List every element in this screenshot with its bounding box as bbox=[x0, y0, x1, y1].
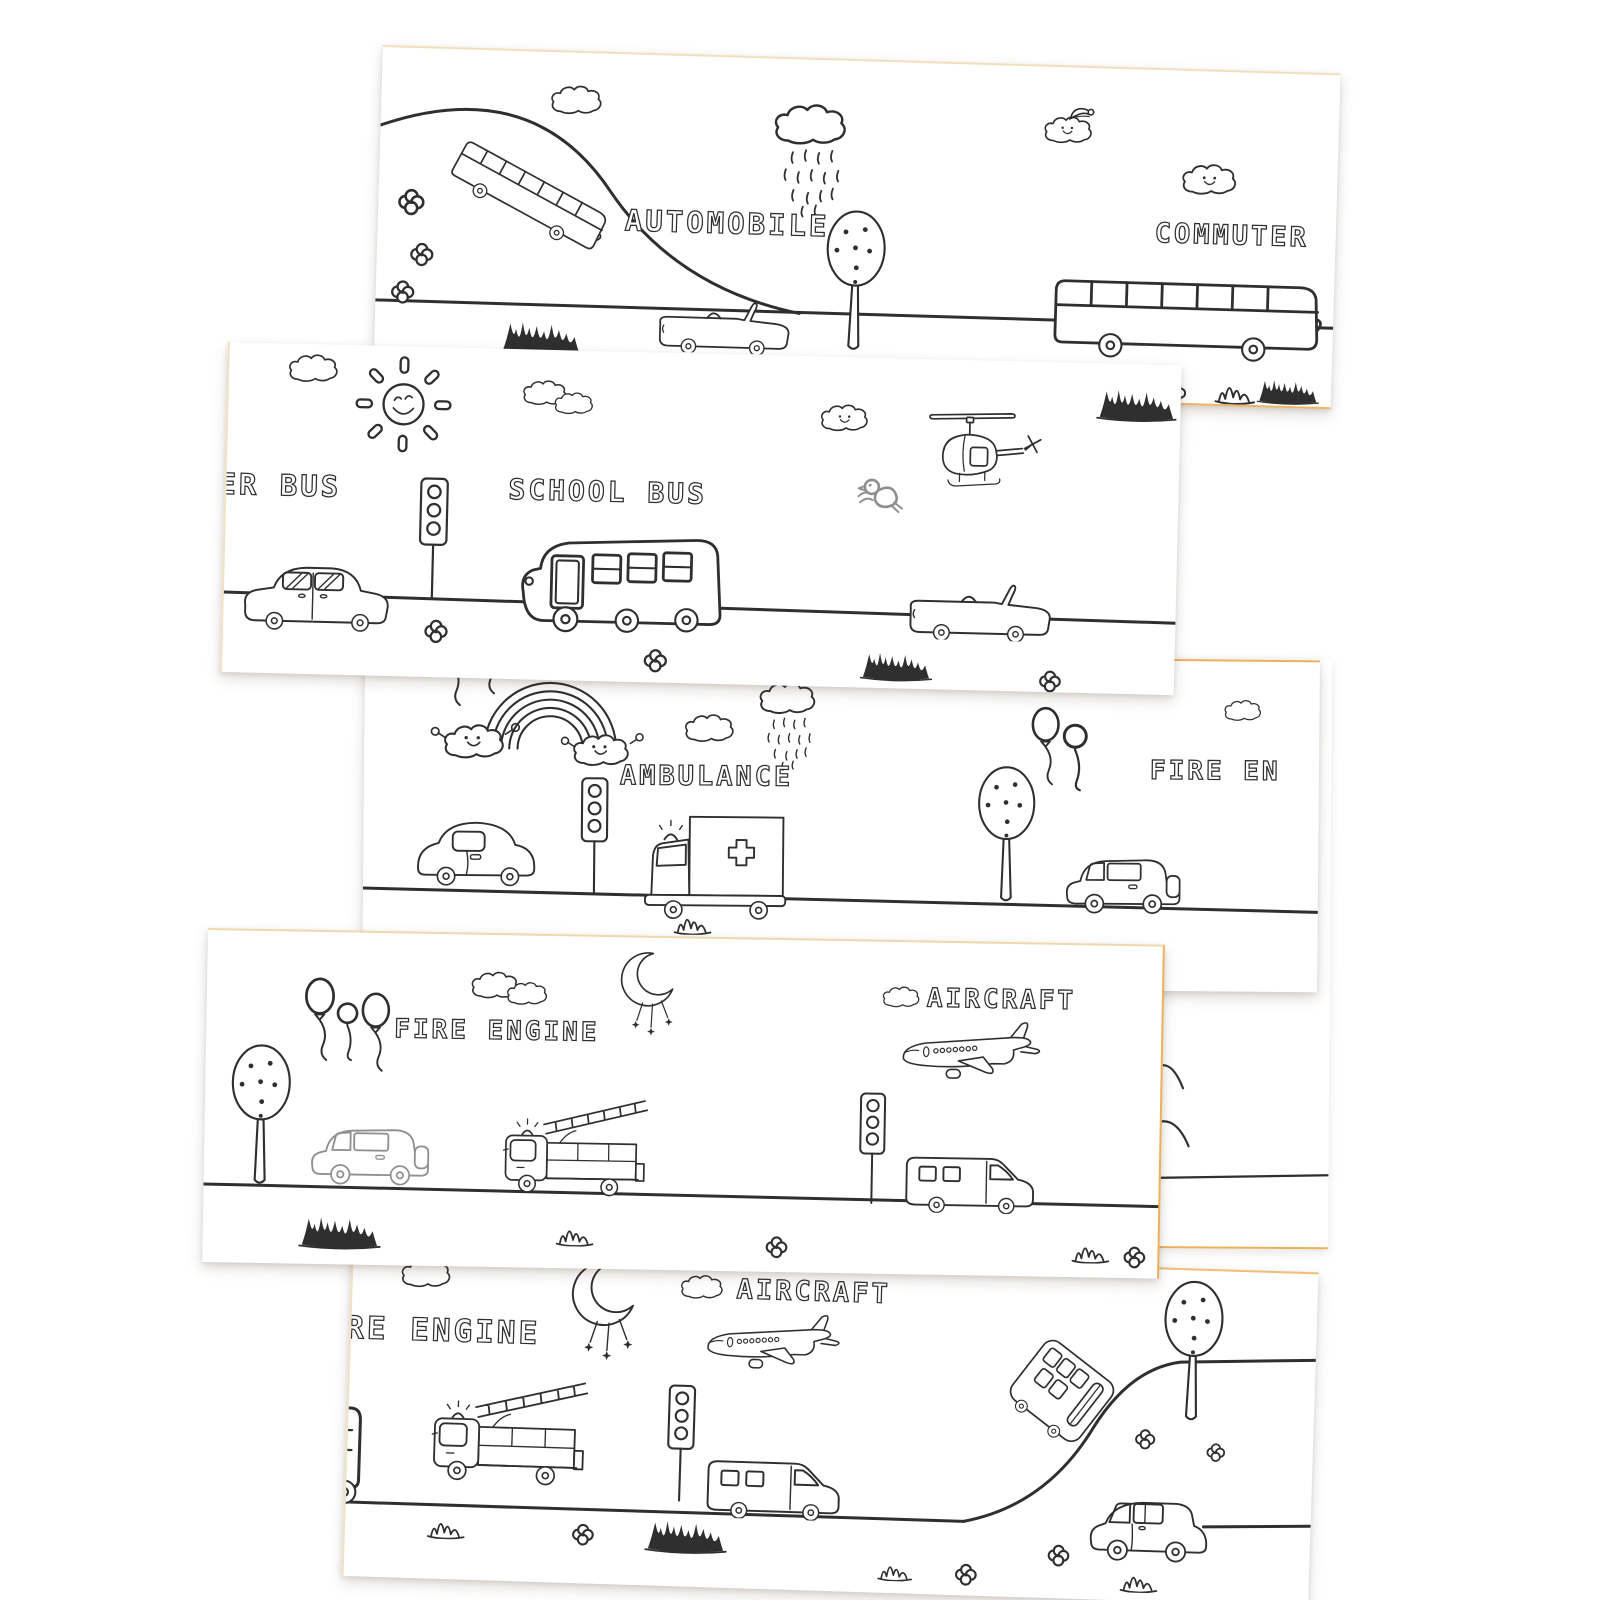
strip-bottom-scene: RE ENGINE AIRCRAFT bbox=[343, 1258, 1318, 1594]
bird-icon bbox=[856, 478, 905, 514]
label-fire-engine: FIRE ENGINE bbox=[394, 1014, 600, 1048]
flower-icon bbox=[765, 1236, 788, 1259]
grass-icon bbox=[1119, 1576, 1158, 1594]
strip-fire-engine: FIRE ENGINE AIRCRAFT bbox=[202, 928, 1165, 1279]
label-ambulance: AMBULANCE bbox=[620, 760, 794, 793]
helicopter-icon bbox=[927, 410, 1043, 490]
label-commuter: COMMUTER bbox=[1154, 218, 1309, 254]
grass-icon bbox=[1096, 388, 1178, 423]
grass-icon bbox=[298, 1215, 382, 1251]
road-line-right bbox=[1201, 1524, 1313, 1529]
bus-downhill bbox=[447, 141, 611, 259]
flower-icon bbox=[397, 188, 425, 216]
tree-icon bbox=[229, 1043, 292, 1185]
strip-automobile: AUTOMOBILE COMMUTER bbox=[373, 45, 1341, 410]
fire-truck bbox=[431, 1379, 588, 1486]
sedan-car bbox=[244, 566, 388, 631]
santa-hat-cloud-icon bbox=[1045, 108, 1094, 144]
moon-with-stars-icon bbox=[569, 1260, 636, 1362]
grass-icon bbox=[426, 1522, 466, 1540]
tree-icon bbox=[1161, 1279, 1225, 1422]
label-school-bus: SCHOOL BUS bbox=[508, 473, 707, 511]
label-fire-en: FIRE EN bbox=[1150, 756, 1281, 787]
fire-truck bbox=[503, 1099, 647, 1197]
hill-slope bbox=[962, 1358, 1318, 1523]
cloud-icon bbox=[1224, 699, 1262, 722]
flower-icon bbox=[571, 1523, 595, 1546]
cloud-icon bbox=[288, 353, 339, 383]
commuter-bus bbox=[1054, 281, 1321, 363]
grass-icon bbox=[555, 1230, 594, 1247]
grass-icon bbox=[673, 918, 712, 936]
hill-slope bbox=[379, 107, 801, 315]
tree-icon bbox=[977, 766, 1036, 902]
cloud-icon bbox=[684, 713, 734, 743]
strip-school-bus-scene: ER BUS SCHOOL BUS bbox=[222, 353, 1178, 693]
moon-with-stars-icon bbox=[619, 951, 675, 1037]
flower-icon bbox=[1123, 1246, 1146, 1269]
strip-fire-engine-scene: FIRE ENGINE AIRCRAFT bbox=[202, 951, 1160, 1269]
grass-icon bbox=[1214, 386, 1256, 406]
rain-cloud-icon bbox=[773, 104, 845, 217]
label-aircraft: AIRCRAFT bbox=[736, 1274, 891, 1310]
grass-icon bbox=[859, 651, 933, 683]
grass-icon bbox=[1071, 1247, 1110, 1264]
convertible-car bbox=[910, 583, 1051, 643]
grass-icon bbox=[877, 1565, 913, 1582]
airplane-icon bbox=[706, 1311, 841, 1372]
strip-ambulance: AMBULANCE FIRE EN bbox=[362, 652, 1320, 993]
strip-ambulance-scene: AMBULANCE FIRE EN bbox=[362, 653, 1320, 936]
strip-school-bus: ER BUS SCHOOL BUS bbox=[219, 342, 1182, 696]
cloud-icon bbox=[550, 84, 603, 116]
cloud-icon bbox=[680, 1274, 724, 1300]
flower-icon bbox=[424, 619, 448, 644]
label-automobile: AUTOMOBILE bbox=[624, 203, 830, 243]
van bbox=[707, 1461, 840, 1521]
flower-icon bbox=[1038, 670, 1062, 693]
label-aircraft: AIRCRAFT bbox=[927, 984, 1077, 1017]
smiley-sun-icon bbox=[354, 355, 453, 454]
label-re-engine: RE ENGINE bbox=[345, 1310, 541, 1352]
road-line bbox=[344, 1500, 966, 1523]
flower-icon bbox=[1206, 1443, 1226, 1463]
traffic-light-icon bbox=[580, 777, 609, 895]
balloon-icon bbox=[303, 977, 336, 1062]
traffic-light-icon bbox=[417, 477, 450, 601]
ambulance-truck bbox=[645, 816, 786, 919]
cloud-icon bbox=[882, 986, 920, 1008]
beetle-car bbox=[418, 822, 535, 885]
balloon-icon bbox=[335, 1002, 359, 1062]
partial-car-outline bbox=[1145, 1064, 1330, 1180]
traffic-light-icon bbox=[858, 1092, 887, 1205]
grass-icon bbox=[1256, 378, 1320, 406]
flower-icon bbox=[954, 1563, 978, 1586]
partial-van bbox=[343, 1405, 362, 1490]
balloon-icon bbox=[360, 992, 391, 1073]
grass-icon bbox=[644, 1519, 728, 1556]
balloon-icon bbox=[1031, 706, 1060, 786]
partial-van-lines bbox=[343, 1428, 354, 1452]
label-er-bus: ER BUS bbox=[222, 467, 342, 504]
rain-cloud-icon bbox=[760, 683, 814, 770]
flower-icon bbox=[643, 648, 668, 673]
strip-bottom: RE ENGINE AIRCRAFT bbox=[341, 1242, 1319, 1600]
double-decker-bus bbox=[1002, 1336, 1118, 1451]
smiley-cloud-icon bbox=[821, 405, 867, 431]
strip-automobile-scene: AUTOMOBILE COMMUTER bbox=[373, 84, 1335, 406]
school-bus bbox=[522, 536, 722, 635]
suv-car bbox=[312, 1129, 429, 1185]
traffic-light-icon bbox=[665, 1384, 697, 1503]
flower-icon bbox=[1047, 1544, 1070, 1567]
flower-icon bbox=[1134, 1429, 1156, 1450]
airplane-icon bbox=[902, 1019, 1041, 1081]
smiley-cloud-icon bbox=[1183, 164, 1236, 194]
balloon-icon bbox=[1062, 723, 1088, 792]
tree-icon bbox=[823, 209, 887, 351]
flower-icon bbox=[409, 242, 434, 267]
city-car bbox=[1090, 1501, 1207, 1562]
van bbox=[906, 1158, 1034, 1215]
